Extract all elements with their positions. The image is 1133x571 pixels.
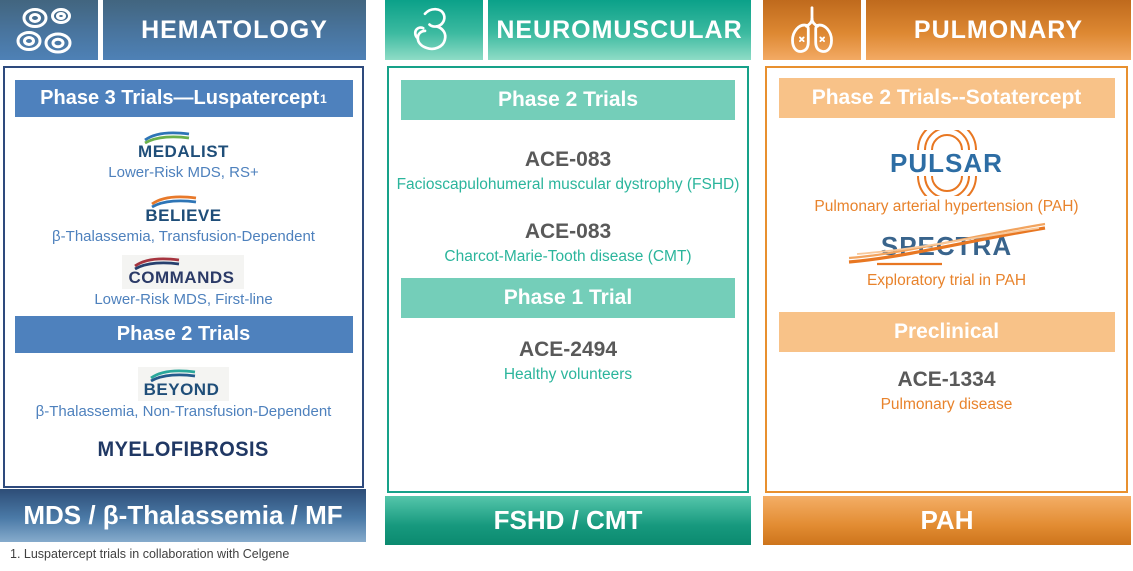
trial-medalist: MEDALIST Lower-Risk MDS, RS+: [108, 131, 259, 181]
pulmonary-header: PULMONARY: [763, 0, 1131, 60]
commands-swoosh-icon: [134, 257, 180, 270]
myelofibrosis-program: MYELOFIBROSIS: [97, 438, 270, 461]
phase2-sotatercept-bar: Phase 2 Trials--Sotatercept: [778, 78, 1115, 118]
pulmonary-pipeline-box: Phase 2 Trials--Sotatercept PULSAR: [765, 66, 1128, 493]
pulsar-logo: PULSAR: [882, 130, 1012, 196]
trial-commands: COMMANDS Lower-Risk MDS, First-line: [94, 255, 273, 308]
medalist-name: MEDALIST: [138, 142, 229, 161]
medalist-logo: MEDALIST: [138, 131, 229, 162]
ace2494-indication: Healthy volunteers: [503, 366, 633, 383]
trial-ace2494: ACE-2494 Healthy volunteers: [504, 338, 632, 384]
trial-ace083-cmt: ACE-083 Charcot-Marie-Tooth disease (CMT…: [444, 220, 691, 266]
commands-logo: COMMANDS: [122, 255, 245, 289]
spectra-logo: SPECTRA: [847, 222, 1047, 266]
phase2-sotatercept-label: Phase 2 Trials--Sotatercept: [811, 86, 1082, 109]
ace083-fshd-indication: Facioscapulohumeral muscular dystrophy (…: [396, 176, 740, 193]
trial-beyond: BEYOND β-Thalassemia, Non-Transfusion-De…: [35, 367, 332, 420]
pulsar-indication: Pulmonary arterial hypertension (PAH): [814, 198, 1079, 215]
blood-cells-icon: [0, 0, 98, 60]
phase2-trials-bar-neuro: Phase 2 Trials: [401, 80, 735, 120]
medalist-swoosh-icon: [144, 131, 190, 144]
footnote: 1. Luspatercept trials in collaboration …: [10, 547, 290, 561]
neuromuscular-footer-bar: FSHD / CMT: [385, 496, 751, 545]
muscle-arm-icon: [385, 0, 483, 60]
ace1334-name: ACE-1334: [897, 368, 996, 391]
phase3-footnote-marker: 1: [320, 91, 327, 106]
pulmonary-footer-bar: PAH: [763, 496, 1131, 545]
ace083-fshd-name: ACE-083: [524, 148, 612, 171]
medalist-indication: Lower-Risk MDS, RS+: [108, 164, 259, 181]
believe-name: BELIEVE: [145, 206, 222, 225]
phase3-trials-label: Phase 3 Trials—Luspatercept: [40, 87, 320, 109]
phase1-trial-label: Phase 1 Trial: [503, 286, 633, 309]
beyond-name: BEYOND: [143, 380, 220, 399]
pulsar-arcs-top-icon: [916, 130, 977, 150]
neuromuscular-pipeline-box: Phase 2 Trials ACE-083 Facioscapulohumer…: [387, 66, 749, 493]
ace083-cmt-indication: Charcot-Marie-Tooth disease (CMT): [444, 248, 692, 265]
beyond-swoosh-icon: [149, 369, 195, 382]
neuromuscular-header: NEUROMUSCULAR: [385, 0, 751, 60]
trial-believe: BELIEVE β-Thalassemia, Transfusion-Depen…: [52, 195, 315, 245]
spectra-name: SPECTRA: [880, 230, 1013, 261]
hematology-header: HEMATOLOGY: [0, 0, 366, 60]
neuromuscular-column: NEUROMUSCULAR Phase 2 Trials ACE-083 Fac…: [385, 0, 751, 545]
beyond-indication: β-Thalassemia, Non-Transfusion-Dependent: [35, 403, 332, 420]
believe-indication: β-Thalassemia, Transfusion-Dependent: [52, 228, 315, 245]
trial-ace083-fshd: ACE-083 Facioscapulohumeral muscular dys…: [397, 148, 740, 194]
hematology-footer-bar: MDS / β-Thalassemia / MF: [0, 489, 366, 542]
pulmonary-title: PULMONARY: [866, 0, 1131, 60]
believe-swoosh-icon: [151, 195, 197, 208]
beyond-logo: BEYOND: [137, 367, 230, 401]
commands-name: COMMANDS: [128, 268, 235, 287]
ace083-cmt-name: ACE-083: [524, 220, 612, 243]
spectra-indication: Exploratory trial in PAH: [866, 272, 1027, 289]
phase2-trials-bar-hema: Phase 2 Trials: [14, 316, 353, 353]
trial-spectra: SPECTRA Exploratory trial in PAH: [847, 216, 1047, 290]
neuromuscular-title: NEUROMUSCULAR: [488, 0, 751, 60]
pulsar-name: PULSAR: [890, 148, 1003, 178]
trial-pulsar: PULSAR Pulmonary arterial hypertension (…: [814, 118, 1079, 216]
pulsar-arcs-bottom-icon: [916, 176, 977, 196]
phase1-trial-bar: Phase 1 Trial: [401, 278, 735, 318]
believe-logo: BELIEVE: [145, 195, 221, 226]
commands-indication: Lower-Risk MDS, First-line: [94, 291, 273, 308]
phase2-trials-label-neuro: Phase 2 Trials: [497, 88, 639, 111]
trial-ace1334: ACE-1334 Pulmonary disease: [881, 368, 1013, 414]
ace2494-name: ACE-2494: [518, 338, 618, 361]
hematology-title: HEMATOLOGY: [103, 0, 366, 60]
phase2-trials-label-hema: Phase 2 Trials: [116, 323, 251, 345]
preclinical-bar: Preclinical: [778, 312, 1115, 352]
preclinical-label: Preclinical: [893, 320, 1000, 343]
lungs-icon: [763, 0, 861, 60]
ace1334-indication: Pulmonary disease: [880, 396, 1013, 413]
pulmonary-column: PULMONARY Phase 2 Trials--Sotatercept PU…: [763, 0, 1131, 545]
